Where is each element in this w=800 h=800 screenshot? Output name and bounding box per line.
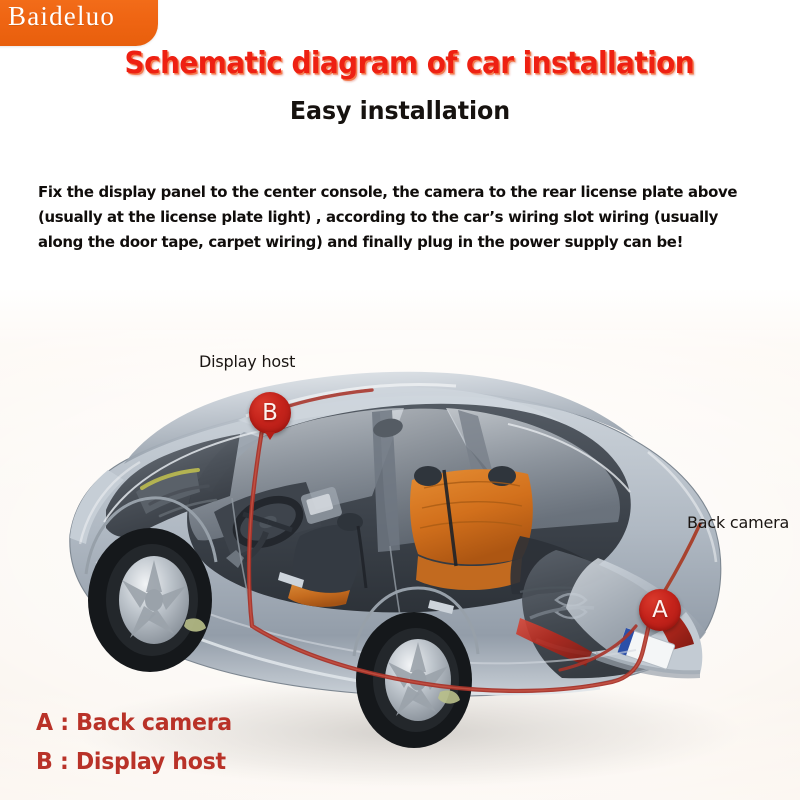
brake-caliper [438,690,460,704]
seatbelt-rear [442,469,458,567]
roof-panel [238,387,584,438]
rear-wheel-arch [352,586,480,657]
rear-seat-back [410,469,533,565]
body-highlight-front [78,460,141,545]
instruction-paragraph: Fix the display panel to the center cons… [38,183,738,251]
seat-stitch-3 [419,521,523,529]
marker-b-display-host[interactable]: B [249,392,291,440]
seat-stitch-2 [421,501,523,509]
front-wheel [88,528,212,672]
rear-window-glass [446,408,620,530]
legend-item-b: B : Display host [36,749,226,775]
page-title: Schematic diagram of car installation [124,46,695,81]
door-handle-rear [428,600,454,614]
body-highlight-rear [647,450,718,563]
b-pillar [372,410,400,552]
car-body-upper [124,371,634,464]
rear-headrest-right [488,466,516,486]
seat-stitch-1 [423,481,521,489]
rear-headrest-left [414,466,442,486]
cable-route-highlight [248,395,653,692]
cable-route-trunk [558,624,638,672]
car-cutaway-svg [69,371,742,788]
side-mirror [373,418,403,438]
rear-glass-edge [507,423,631,493]
brand-name: Baideluo [8,1,116,31]
taillight-left [516,618,592,666]
rear-bumper-shade [596,652,700,679]
rear-seat-base [416,556,522,591]
marker-a-letter: A [652,597,668,623]
front-bumper [70,470,124,544]
rear-wheel [356,612,472,748]
front-seat [293,524,360,593]
steering-spoke-2 [267,519,293,533]
seatbelt-front [356,525,368,589]
engine-hose-2 [148,484,210,506]
steering-column [242,530,269,563]
car-illustration [0,300,800,800]
marker-a-back-camera[interactable]: A [639,589,681,631]
door-handle-front [278,572,304,588]
page-subtitle: Easy installation [289,96,511,125]
marker-b-letter: B [262,400,278,426]
legend-item-a: A : Back camera [36,710,232,736]
engine-hose-1 [140,468,200,490]
legend: A : Back camera B : Display host [36,704,240,782]
callout-label-back-camera: Back camera [687,513,790,532]
front-seat-cushion [288,584,350,607]
front-headrest [337,513,363,531]
front-brake-caliper [184,618,206,632]
callout-label-display-host: Display host [199,352,296,371]
leader-line-back-camera [662,522,702,594]
brand-badge: Baideluo [0,0,158,46]
display-panel [306,493,334,515]
steering-spoke-1 [242,511,269,525]
engine-hose-3 [158,498,218,518]
front-wheel-arch [84,496,218,575]
